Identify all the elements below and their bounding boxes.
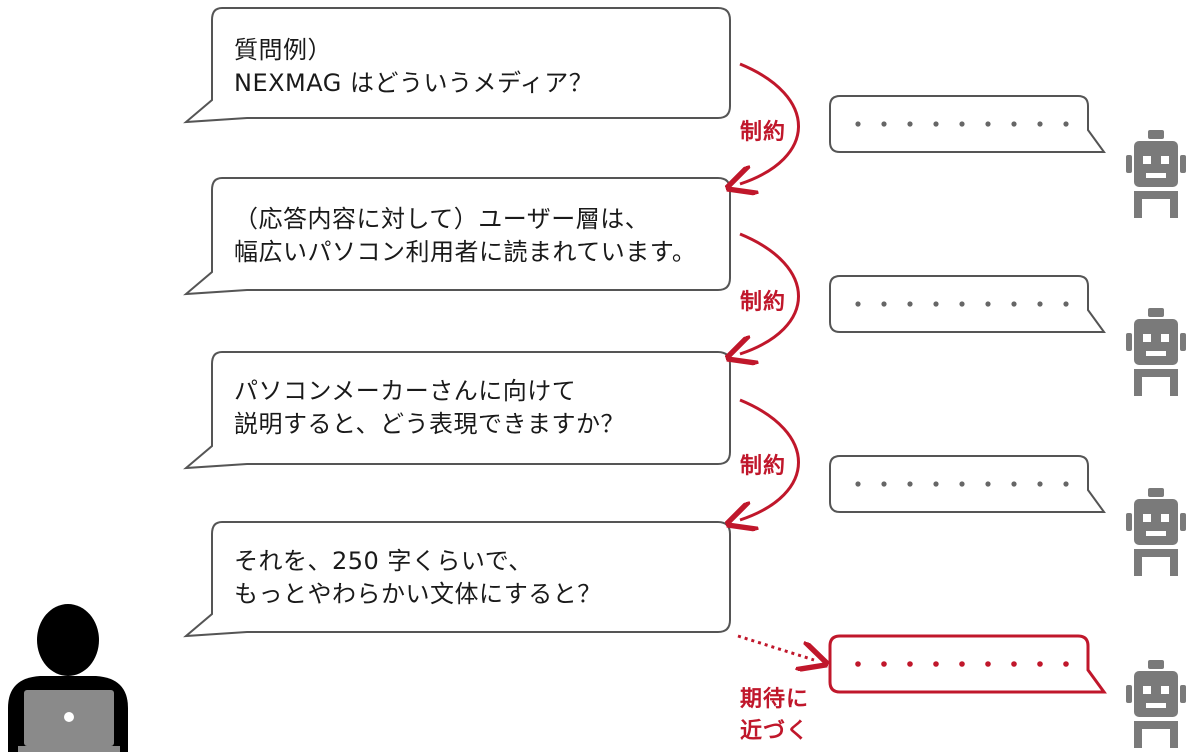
- constraint-arrow-2: [740, 232, 800, 354]
- constraint-label-1: 制約: [740, 120, 787, 145]
- expectation-arrow: [737, 634, 814, 660]
- answer-dots-1: [855, 121, 1069, 127]
- answer-bubble-1: [829, 95, 1106, 153]
- expectation-label-line-1: 期待に: [740, 687, 810, 712]
- constraint-arrow-1: [740, 62, 800, 184]
- question-2: （応答内容に対して）ユーザー層は、 幅広いパソコン利用者に読まれています。: [234, 203, 696, 269]
- answer-bubble-3: [829, 455, 1106, 513]
- robot-icon: [1126, 488, 1186, 576]
- constraint-arrow-3: [740, 398, 800, 520]
- constraint-label-3: 制約: [740, 454, 787, 479]
- answer-dots-4: [855, 661, 1069, 667]
- question-1: 質問例） NEXMAG はどういうメディア？: [234, 34, 593, 100]
- answer-bubble-4: [828, 634, 1107, 694]
- expectation-label: 期待に 近づく: [740, 684, 809, 748]
- question-3: パソコンメーカーさんに向けて 説明すると、どう表現できますか？: [234, 375, 625, 441]
- question-4-line-1: それを、250 字くらいで、: [234, 547, 533, 575]
- answer-dots-2: [855, 301, 1069, 307]
- question-4-line-2: もっとやわらかい文体にすると？: [234, 580, 602, 608]
- question-1-line-1: 質問例）: [234, 36, 332, 64]
- question-3-line-2: 説明すると、どう表現できますか？: [234, 410, 626, 438]
- answer-bubble-2: [829, 275, 1106, 333]
- robot-icon: [1126, 308, 1186, 396]
- answer-dots-3: [855, 481, 1069, 487]
- question-bubble-1: [183, 7, 731, 124]
- robot-icon: [1126, 130, 1186, 218]
- expectation-label-line-2: 近づく: [740, 719, 810, 744]
- question-4: それを、250 字くらいで、 もっとやわらかい文体にすると？: [234, 545, 602, 611]
- question-2-line-1: （応答内容に対して）ユーザー層は、: [234, 205, 650, 233]
- constraint-label-2: 制約: [740, 290, 787, 315]
- question-2-line-2: 幅広いパソコン利用者に読まれています。: [234, 238, 697, 266]
- question-3-line-1: パソコンメーカーさんに向けて: [234, 377, 577, 405]
- question-1-line-2: NEXMAG はどういうメディア？: [234, 69, 594, 97]
- robot-icon: [1126, 660, 1186, 748]
- user-laptop-icon: [8, 604, 128, 752]
